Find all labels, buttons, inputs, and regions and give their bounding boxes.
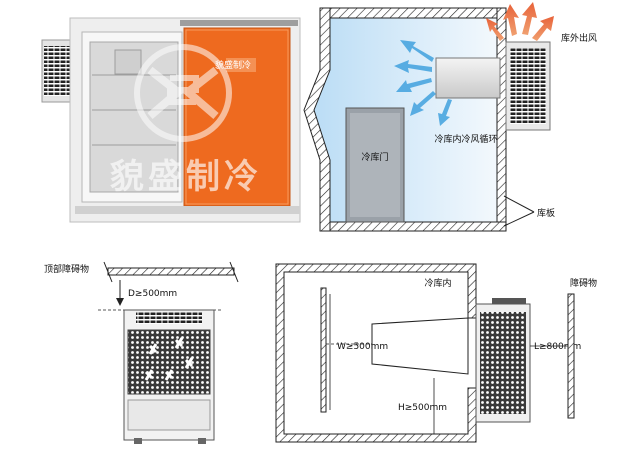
side-view-diagram: 顶部障碍物 D≥500mm (44, 261, 239, 444)
door-label: 冷库门 (361, 151, 388, 163)
condensing-unit-side (475, 298, 531, 423)
outside-exhaust-label: 库外出风 (561, 32, 597, 44)
cold-room-photo: 貌盛制冷 貌盛制冷 (0, 0, 312, 232)
floor-panel (329, 221, 507, 232)
evaporator-unit (435, 57, 501, 99)
interior-label: 冷库内 (424, 277, 451, 289)
ceiling-panel (329, 7, 507, 19)
cold-room-airflow-diagram: 冷库门 库外出风 冷库内冷风循环 库板 (303, 2, 597, 232)
evaporator-outline (371, 317, 469, 375)
length-clearance-label: L≥800mm (534, 342, 581, 352)
obstacle-wall (567, 293, 575, 419)
inside-circulation-label: 冷库内冷风循环 (434, 133, 497, 145)
condensing-unit (41, 39, 73, 103)
watermark-logo (134, 44, 232, 142)
width-clearance-label: W≥500mm (337, 342, 388, 352)
clearance-label: D≥500mm (128, 289, 177, 299)
interior-shelves (92, 49, 176, 146)
door-rail (180, 20, 298, 26)
watermark-text: 貌盛制冷 (109, 157, 262, 197)
left-wall-panel (303, 7, 331, 232)
condensing-unit-front (123, 309, 215, 444)
height-clearance-label: H≥500mm (398, 403, 447, 413)
top-view-diagram: 冷库内 W≥500mm H≥500mm L≥800mm 障碍物 (275, 263, 597, 443)
ceiling-obstacle (107, 267, 235, 276)
airflow-arrows (394, 40, 452, 126)
ceiling-obstacle-label: 顶部障碍物 (44, 263, 89, 275)
obstacle-label: 障碍物 (570, 277, 597, 289)
exhaust-arrows (486, 2, 554, 41)
panel-label: 库板 (537, 207, 555, 219)
sliding-door (183, 27, 291, 207)
